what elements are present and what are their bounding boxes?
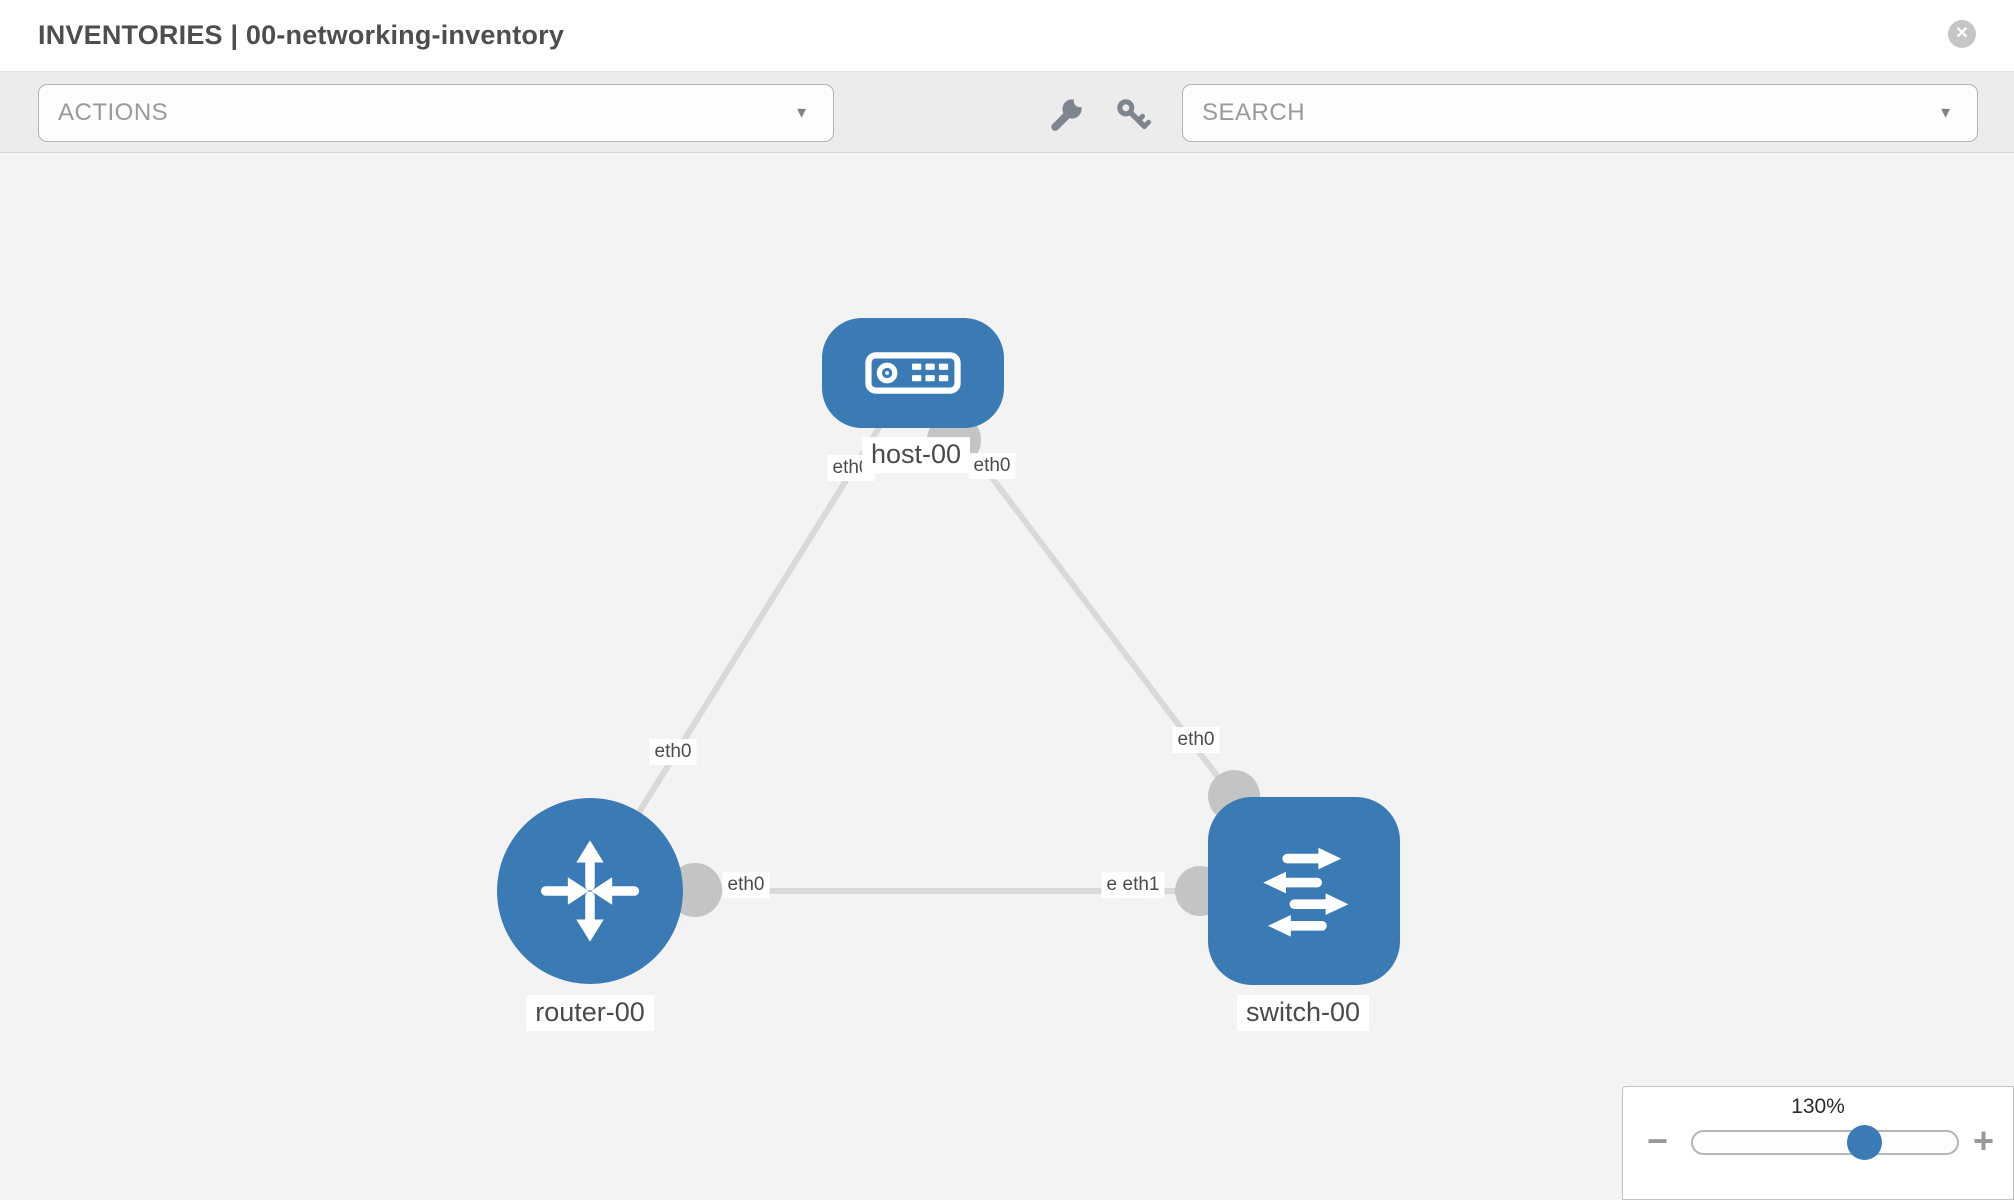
node-name-router: router-00: [526, 995, 654, 1031]
node-name-switch: switch-00: [1236, 995, 1370, 1031]
interface-label: eth0: [1172, 727, 1220, 753]
search-dropdown-label: SEARCH: [1202, 99, 1306, 126]
zoom-level-value: 130%: [1791, 1095, 1845, 1118]
interface-label: eth0: [649, 739, 697, 765]
wrench-icon[interactable]: [1047, 96, 1085, 134]
topology-links-layer: [587, 371, 1307, 917]
switch-icon: [1263, 847, 1349, 937]
interface-label: eth0: [722, 872, 770, 898]
toolbar: ACTIONS ▼ SEARCH ▼: [0, 72, 2014, 153]
chevron-down-icon: ▼: [794, 104, 809, 122]
zoom-control-panel: 130% − +: [1622, 1086, 2014, 1200]
page-title: INVENTORIES | 00-networking-inventory: [38, 20, 565, 50]
chevron-down-icon: ▼: [1938, 104, 1953, 122]
node-router-00[interactable]: [497, 798, 683, 984]
node-host-00[interactable]: [822, 318, 1004, 428]
close-icon[interactable]: ✕: [1948, 20, 1976, 48]
topology-canvas[interactable]: eth0 eth0 eth0 eth0 eth0 eth0 eth1 host-…: [0, 154, 2014, 1200]
host-icon: [865, 352, 961, 394]
interface-label: eth1: [1117, 872, 1165, 898]
zoom-slider-knob[interactable]: [1847, 1125, 1882, 1160]
node-switch-00[interactable]: [1208, 797, 1400, 985]
zoom-slider-track[interactable]: [1691, 1130, 1959, 1155]
search-dropdown[interactable]: SEARCH ▼: [1182, 84, 1978, 142]
actions-dropdown-label: ACTIONS: [58, 99, 169, 126]
actions-dropdown[interactable]: ACTIONS ▼: [38, 84, 834, 142]
zoom-out-button[interactable]: −: [1647, 1120, 1669, 1161]
node-name-host: host-00: [861, 437, 971, 473]
zoom-in-button[interactable]: +: [1973, 1120, 1995, 1161]
key-icon[interactable]: [1114, 96, 1152, 134]
interface-label: eth0: [968, 453, 1016, 479]
router-icon: [540, 840, 640, 942]
header-bar: INVENTORIES | 00-networking-inventory ✕: [0, 0, 2014, 72]
